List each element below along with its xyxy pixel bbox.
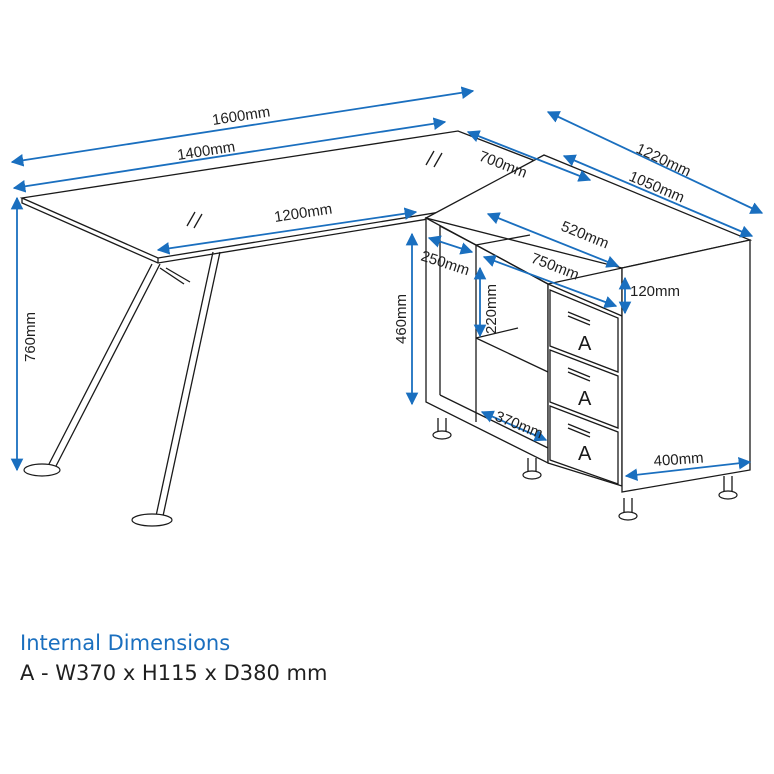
cabinet-feet <box>432 418 738 521</box>
dim-label-120: 120mm <box>630 283 680 300</box>
dim-label-460: 460mm <box>393 294 410 344</box>
drawer-label: A <box>578 443 592 465</box>
dim-label-1600: 1600mm <box>211 103 271 129</box>
dim-label-1400: 1400mm <box>176 138 236 164</box>
desk-legs <box>23 251 221 527</box>
drawer-label: A <box>578 333 592 355</box>
dim-label-400: 400mm <box>653 450 704 470</box>
dim-label-220: 220mm <box>483 284 500 334</box>
drawers: A A A <box>549 289 619 485</box>
caption-title: Internal Dimensions <box>20 631 231 655</box>
dim-label-760: 760mm <box>22 312 39 362</box>
caption-dimensions: A - W370 x H115 x D380 mm <box>20 661 328 685</box>
drawer-label: A <box>578 388 592 410</box>
dimension-lines <box>10 86 764 481</box>
desk-outline: A A A <box>19 130 753 527</box>
